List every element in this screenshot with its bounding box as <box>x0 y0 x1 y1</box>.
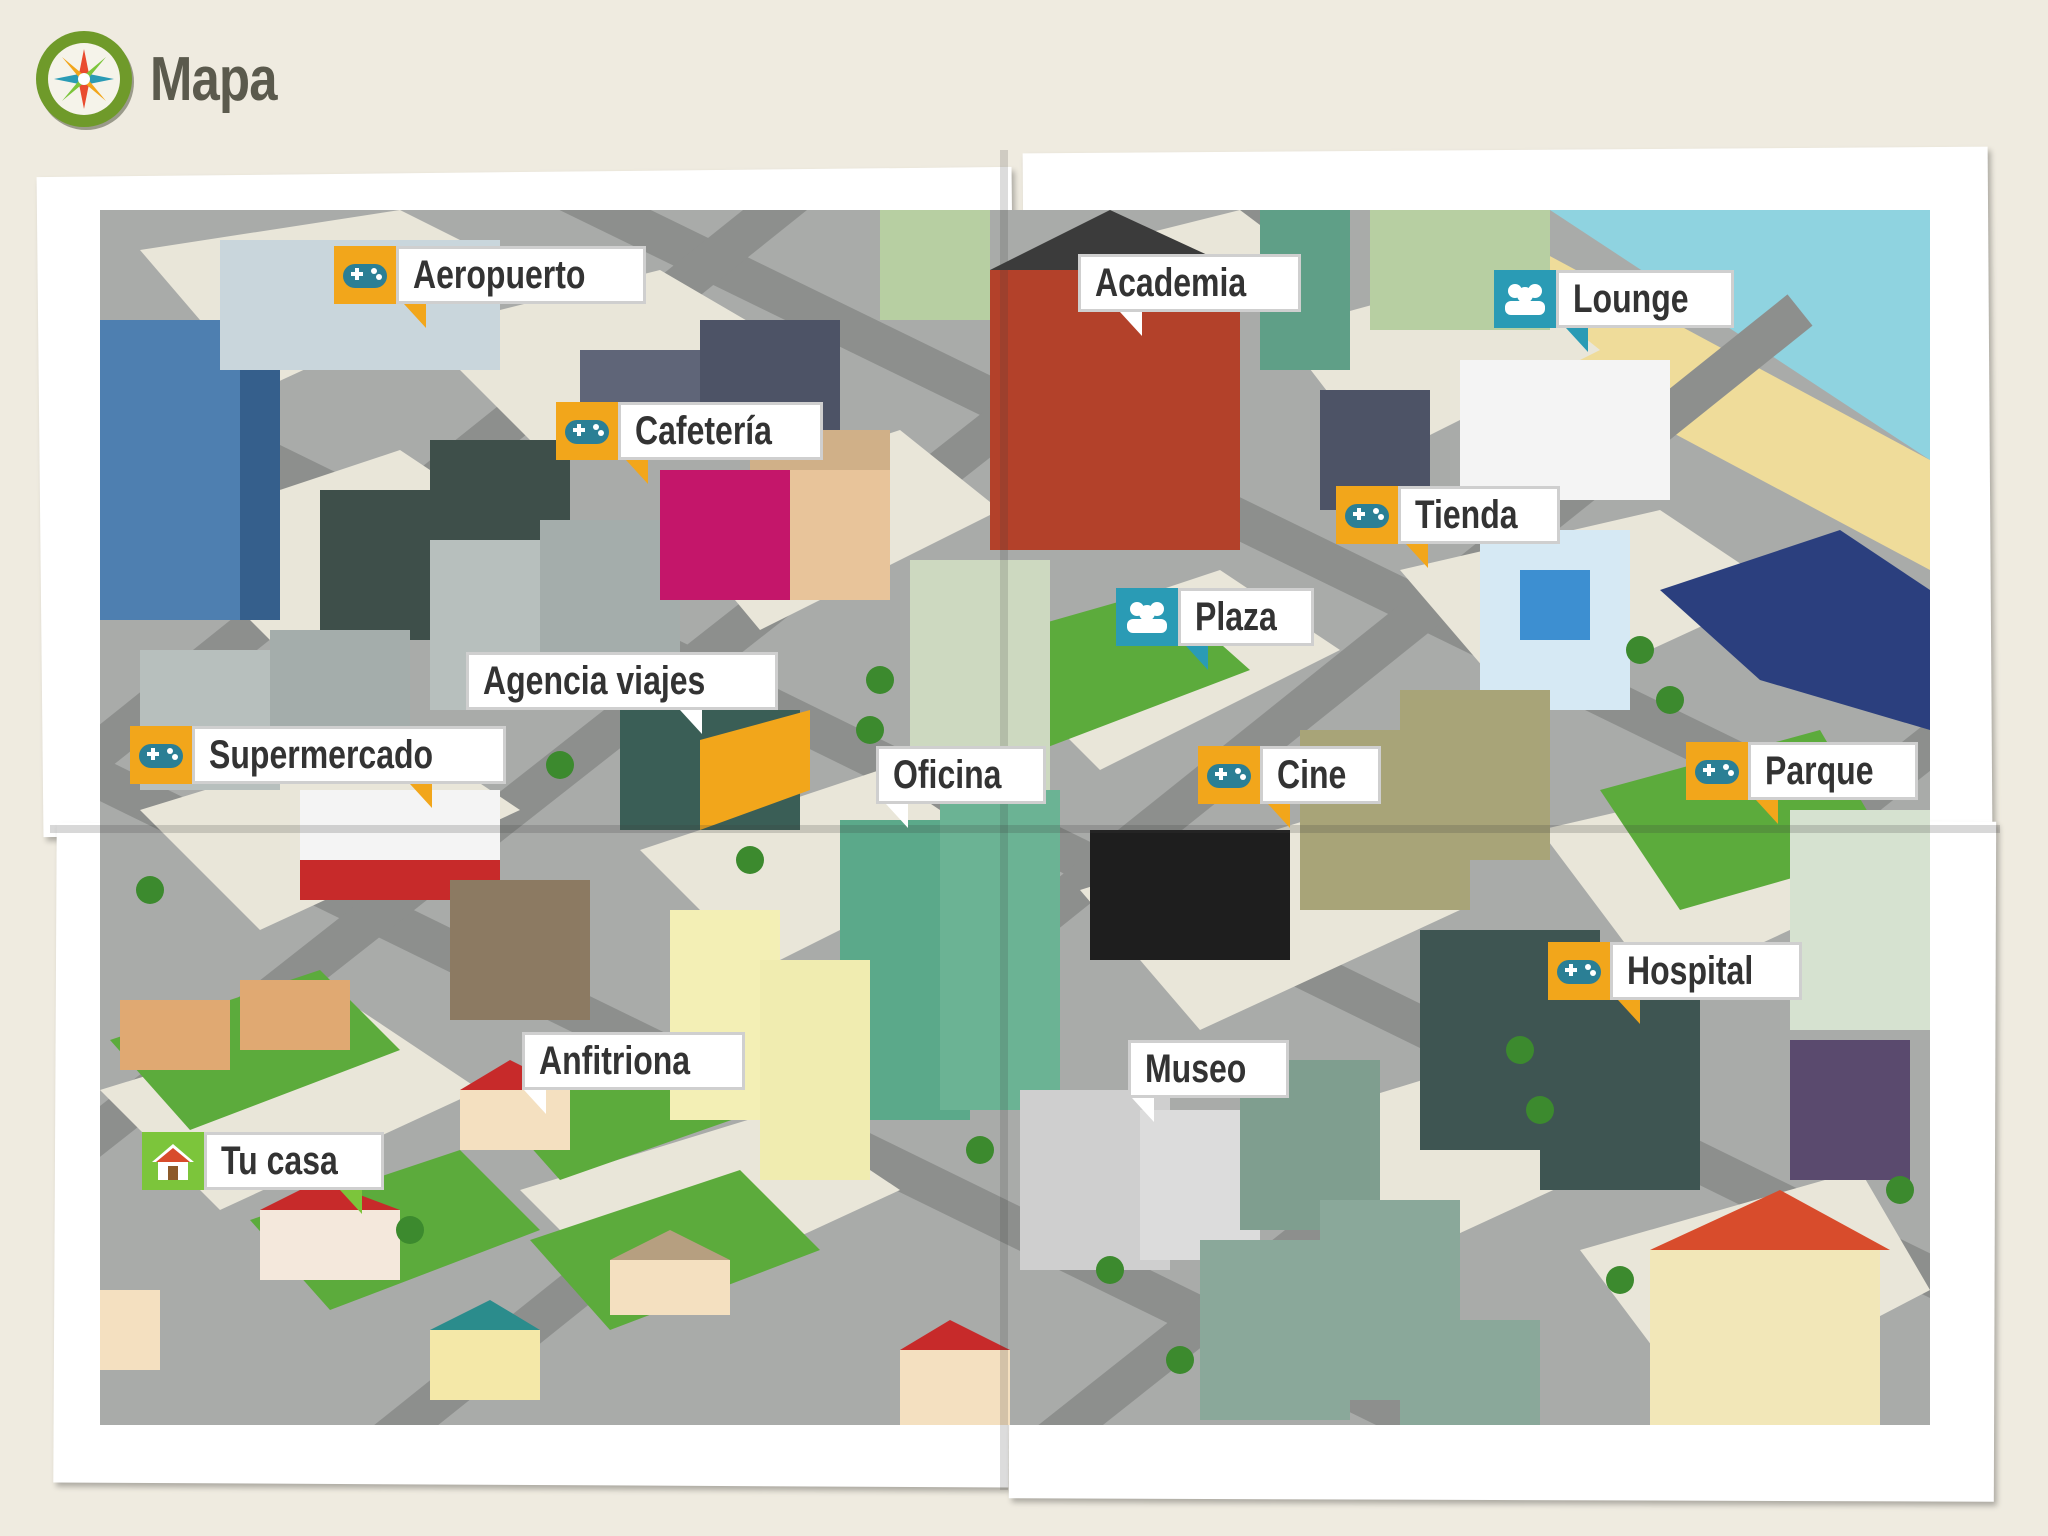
location-tienda[interactable]: Tienda <box>1336 486 1561 544</box>
location-label: Tu casa <box>221 1138 338 1183</box>
gamepad-icon <box>556 402 618 460</box>
location-cafeteria[interactable]: Cafetería <box>556 402 824 460</box>
location-tu-casa[interactable]: Tu casa <box>142 1132 384 1190</box>
label-pointer <box>1186 646 1208 670</box>
label-pointer <box>1566 328 1588 352</box>
gamepad-icon <box>334 246 396 304</box>
location-label: Lounge <box>1573 276 1689 321</box>
location-label: Cine <box>1277 752 1347 797</box>
location-label: Hospital <box>1627 948 1754 993</box>
location-hospital[interactable]: Hospital <box>1548 942 1802 1000</box>
location-cine[interactable]: Cine <box>1198 746 1381 804</box>
location-aeropuerto[interactable]: Aeropuerto <box>334 246 646 304</box>
location-label: Tienda <box>1415 492 1518 537</box>
label-pointer <box>404 304 426 328</box>
location-oficina[interactable]: Oficina <box>876 746 1046 804</box>
location-plaza[interactable]: Plaza <box>1116 588 1315 646</box>
label-pointer <box>410 784 432 808</box>
location-label: Plaza <box>1195 594 1277 639</box>
map-fold-horizontal <box>50 825 2000 833</box>
compass-icon[interactable] <box>36 31 132 127</box>
location-parque[interactable]: Parque <box>1686 742 1918 800</box>
label-pointer <box>1618 1000 1640 1024</box>
location-label: Parque <box>1765 748 1874 793</box>
location-label: Aeropuerto <box>413 252 586 297</box>
gamepad-icon <box>130 726 192 784</box>
location-supermercado[interactable]: Supermercado <box>130 726 507 784</box>
location-label: Anfitriona <box>539 1038 691 1083</box>
people-icon <box>1494 270 1556 328</box>
page-title: Mapa <box>150 44 277 114</box>
label-pointer <box>1406 544 1428 568</box>
label-pointer <box>1132 1098 1154 1122</box>
location-label: Agencia viajes <box>483 658 706 703</box>
people-icon <box>1116 588 1178 646</box>
gamepad-icon <box>1336 486 1398 544</box>
location-agencia-viajes[interactable]: Agencia viajes <box>466 652 778 710</box>
location-label: Oficina <box>893 752 1002 797</box>
map-fold-vertical <box>1000 150 1008 1490</box>
label-pointer <box>1268 804 1290 828</box>
house-icon <box>142 1132 204 1190</box>
label-pointer <box>886 804 908 828</box>
location-academia[interactable]: Academia <box>1078 254 1301 312</box>
label-pointer <box>340 1190 362 1214</box>
location-label: Museo <box>1145 1046 1247 1091</box>
location-museo[interactable]: Museo <box>1128 1040 1289 1098</box>
location-label: Cafetería <box>635 408 772 453</box>
label-pointer <box>1756 800 1778 824</box>
city-illustration <box>100 210 1930 1425</box>
location-label: Academia <box>1095 260 1247 305</box>
label-pointer <box>626 460 648 484</box>
header: Mapa <box>36 24 304 134</box>
label-pointer <box>524 1090 546 1114</box>
gamepad-icon <box>1686 742 1748 800</box>
city-map[interactable] <box>100 210 1930 1425</box>
gamepad-icon <box>1548 942 1610 1000</box>
label-pointer <box>1120 312 1142 336</box>
location-anfitriona[interactable]: Anfitriona <box>522 1032 745 1090</box>
label-pointer <box>680 710 702 734</box>
location-lounge[interactable]: Lounge <box>1494 270 1735 328</box>
location-label: Supermercado <box>209 732 434 777</box>
gamepad-icon <box>1198 746 1260 804</box>
